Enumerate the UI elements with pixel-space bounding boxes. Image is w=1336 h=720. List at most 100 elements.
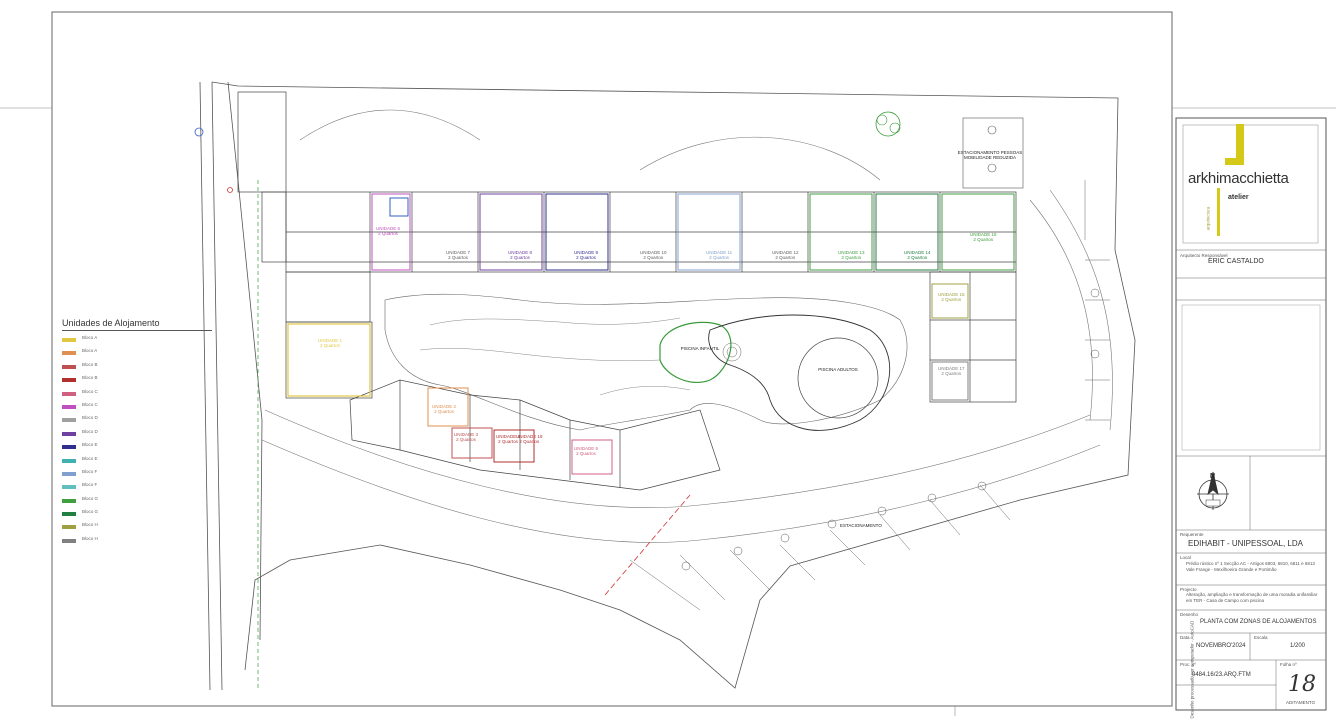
unit-outline-lower-4: [493, 429, 535, 463]
legend-swatch: [62, 351, 76, 356]
unit-sub: 2 Quartos: [498, 439, 518, 444]
legend-label: Bloco E: [82, 455, 98, 461]
sheet-border: [51, 11, 1173, 707]
legend-label: Bloco H: [82, 522, 98, 528]
unit-name: UNIDADE 14: [904, 250, 931, 255]
parking-numbers: [681, 288, 1100, 571]
title-block-rules: [1176, 249, 1326, 710]
legend-swatch: [62, 378, 76, 383]
data: NOVEMBRO'2024: [1196, 643, 1246, 649]
legend-label: Bloco D: [82, 415, 98, 421]
legend-item: Bloco F: [62, 469, 212, 482]
unit-sub: 2 Quartos: [643, 255, 664, 260]
legend-swatch: [62, 471, 76, 476]
sheet-number: 18: [1288, 672, 1316, 697]
brand-vertical: arquitectura: [1205, 206, 1211, 231]
parking-stalls: [629, 180, 1110, 611]
legend-item: Bloco F: [62, 482, 212, 495]
unit-sub: 2 Quartos: [576, 451, 596, 456]
requerente: EDIHABIT - UNIPESSOAL, LDA: [1188, 539, 1303, 548]
brand-sub: atelier: [1228, 194, 1249, 201]
unit-sub: 2 Quartos: [320, 343, 340, 348]
parking-label: ESTACIONAMENTO: [840, 523, 882, 528]
architect-label: Arquitecto Responsável: [1180, 253, 1228, 258]
legend-swatch: [62, 404, 76, 409]
unit-name: UNIDADE 11: [706, 250, 733, 255]
legend-label: Bloco C: [82, 388, 98, 394]
legend-item: Bloco A: [62, 348, 212, 361]
unit-outline-right-2: [931, 361, 969, 401]
legend-label: Bloco A: [82, 335, 98, 340]
legend-label: Bloco G: [82, 509, 99, 515]
unit-name: UNIDADE 7: [446, 250, 471, 255]
unit-name: UNIDADE 4: [496, 434, 521, 439]
legend-label: Bloco B: [82, 375, 98, 381]
architect-name: ERIC CASTALDO: [1208, 258, 1264, 265]
desenho-label: Desenho: [1180, 612, 1199, 617]
legend-swatch: [62, 391, 76, 396]
unit-sub: 2 Quartos: [941, 371, 962, 376]
unit-sub: 2 Quartos: [434, 409, 454, 414]
building-wing-lower: [285, 321, 721, 491]
legend-label: Bloco C: [82, 401, 98, 407]
legend-item: Bloco G: [62, 509, 212, 522]
legend-item: Bloco E: [62, 442, 212, 455]
legend-swatch: [62, 445, 76, 450]
unit-sub: 2 Quartos: [378, 231, 398, 236]
legend-swatch: [62, 364, 76, 369]
unit-name: UNIDADE 12: [772, 250, 799, 255]
legend-label: Bloco G: [82, 495, 99, 501]
pool-adultos-label: PISCINA ADULTOS: [818, 367, 858, 372]
legend-swatch: [62, 525, 76, 530]
legend-swatch: [62, 498, 76, 503]
unit-sub: 2 Quartos: [456, 437, 476, 442]
unit-sub: 2 Quartos: [941, 297, 962, 302]
proc: 0484.16/23.ARQ.FTM: [1192, 672, 1251, 678]
projeto: Alteração, ampliação e transformação de …: [1186, 592, 1318, 603]
title-block-frame: [1175, 117, 1327, 711]
legend-item: Bloco H: [62, 536, 212, 549]
legend-label: Bloco B: [82, 361, 98, 367]
legend-swatch: [62, 512, 76, 517]
unit-outline-lower-3: [451, 427, 493, 459]
brand-logo: arkhimacchietta: [1188, 170, 1289, 187]
unit-name: UNIDADE 3: [454, 432, 479, 437]
pool-adultos: [708, 314, 891, 431]
unit-sub: 2 Quartos: [510, 255, 530, 260]
unit-sub: 2 Quartos: [448, 255, 468, 260]
legend-label: Bloco F: [82, 468, 98, 474]
unit-sub: 2 Quartos: [709, 255, 729, 260]
escala: 1/200: [1290, 643, 1306, 649]
legend-swatch: [62, 338, 76, 342]
legend-swatch: [62, 418, 76, 423]
unit-sub: 2 Quartos: [576, 255, 596, 260]
road-curves: [261, 109, 1113, 543]
local-label: Local: [1180, 555, 1191, 560]
side-text: Desenho processado por computador - Auto…: [1189, 620, 1195, 719]
unit-name: UNIDADE 8: [508, 250, 533, 255]
site-boundary: [199, 81, 1136, 691]
projeto-label: Projecto: [1180, 587, 1197, 592]
unit-name: UNIDADE 2: [432, 404, 457, 409]
legend-item: Bloco C: [62, 389, 212, 402]
unit-name: UNIDADE 17: [938, 366, 965, 371]
legend-swatch: [62, 458, 76, 463]
unit-name: UNIDADE 15: [970, 232, 997, 237]
escala-label: Escala: [1254, 635, 1268, 640]
